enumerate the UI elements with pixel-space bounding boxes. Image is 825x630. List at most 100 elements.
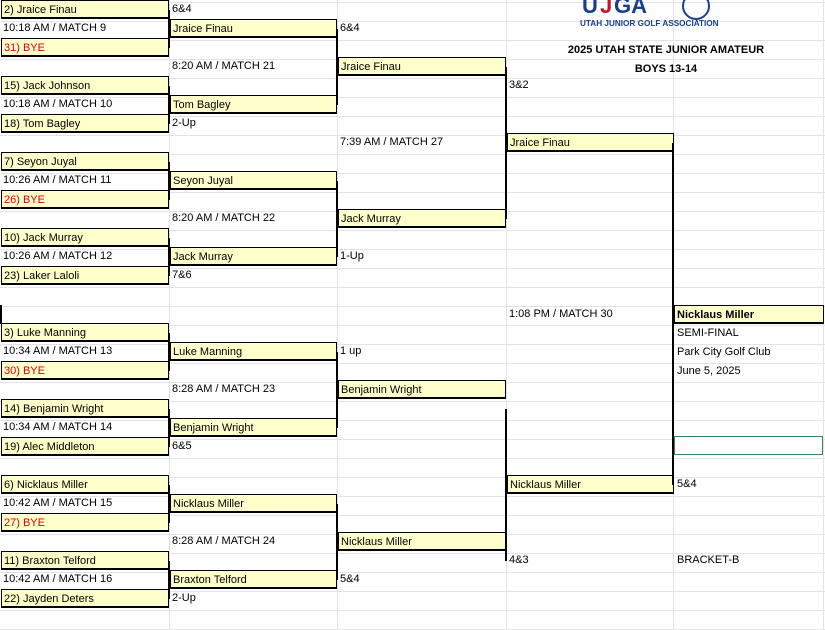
svg-text:U: U xyxy=(582,0,598,18)
match-winner-box[interactable]: Nicklaus Miller xyxy=(338,532,506,551)
bracket-line xyxy=(168,238,170,276)
match-time: 8:28 AM / MATCH 24 xyxy=(172,535,276,547)
seed-box[interactable]: 30) BYE xyxy=(1,361,169,380)
match-score: 6&5 xyxy=(172,440,192,452)
gridline xyxy=(0,230,825,231)
row-marker xyxy=(0,305,2,324)
match-time: 10:34 AM / MATCH 14 xyxy=(3,421,113,433)
seed-box[interactable]: 15) Jack Johnson xyxy=(1,76,169,95)
bracket-line xyxy=(505,409,507,561)
bracket-line xyxy=(336,352,338,428)
gridline xyxy=(0,78,825,79)
seed-box[interactable]: 23) Laker Laloli xyxy=(1,266,169,285)
seed-box[interactable]: 26) BYE xyxy=(1,190,169,209)
gridline xyxy=(0,135,825,136)
match-time: 8:28 AM / MATCH 23 xyxy=(172,383,276,395)
gridline xyxy=(0,401,825,402)
svg-text:J: J xyxy=(600,0,612,18)
gridline xyxy=(0,553,825,554)
match-winner-box[interactable]: Jack Murray xyxy=(338,209,506,228)
match-winner-box[interactable]: Jraice Finau xyxy=(507,133,674,152)
match-winner-box[interactable]: Jack Murray xyxy=(170,247,337,266)
seed-box[interactable]: 14) Benjamin Wright xyxy=(1,399,169,418)
gridline xyxy=(506,0,507,629)
bracket-line xyxy=(168,10,170,48)
match-winner-box[interactable]: Benjamin Wright xyxy=(338,380,506,399)
gridline xyxy=(0,458,825,459)
round-label: SEMI-FINAL xyxy=(677,327,739,339)
match-winner-box[interactable]: Braxton Telford xyxy=(170,570,337,589)
match-score: 6&4 xyxy=(340,22,360,34)
gridline xyxy=(0,610,825,611)
bracket-line xyxy=(336,504,338,580)
gridline xyxy=(0,154,825,155)
gridline xyxy=(0,40,825,41)
match-time: 10:42 AM / MATCH 15 xyxy=(3,497,113,509)
final-score: 5&4 xyxy=(677,478,697,490)
gridline xyxy=(0,515,825,516)
match-time: 10:42 AM / MATCH 16 xyxy=(3,573,113,585)
event-title: 2025 UTAH STATE JUNIOR AMATEUR xyxy=(567,44,765,56)
match-time: 10:26 AM / MATCH 12 xyxy=(3,250,113,262)
division-label: BOYS 13-14 xyxy=(634,63,698,75)
tournament-header: U J GA UTAH JUNIOR GOLF ASSOCIATION 2025… xyxy=(507,0,825,110)
match-time: 8:20 AM / MATCH 21 xyxy=(172,60,276,72)
bracket-line xyxy=(168,86,170,124)
gridline xyxy=(0,287,825,288)
seed-box[interactable]: 22) Jayden Deters xyxy=(1,589,169,608)
final-winner-box[interactable]: Nicklaus Miller xyxy=(674,305,824,324)
match-score: 2-Up xyxy=(172,117,196,129)
seed-box[interactable]: 18) Tom Bagley xyxy=(1,114,169,133)
match-winner-box[interactable]: Benjamin Wright xyxy=(170,418,337,437)
match-winner-box[interactable]: Seyon Juyal xyxy=(170,171,337,190)
match-time: 10:34 AM / MATCH 13 xyxy=(3,345,113,357)
gridline xyxy=(169,0,170,629)
match-date: June 5, 2025 xyxy=(677,365,741,377)
seed-box[interactable]: 3) Luke Manning xyxy=(1,323,169,342)
match-winner-box[interactable]: Nicklaus Miller xyxy=(507,475,674,494)
match-winner-box[interactable]: Tom Bagley xyxy=(170,95,337,114)
seed-box[interactable]: 10) Jack Murray xyxy=(1,228,169,247)
match-time: 10:18 AM / MATCH 9 xyxy=(3,22,107,34)
bracket-line xyxy=(336,181,338,257)
match-score: 4&3 xyxy=(509,554,529,566)
seed-box[interactable]: 19) Alec Middleton xyxy=(1,437,169,456)
selected-cell[interactable] xyxy=(674,436,823,455)
bracket-line xyxy=(505,67,507,219)
bracket-line xyxy=(168,162,170,200)
match-winner-box[interactable]: Jraice Finau xyxy=(338,57,506,76)
seed-box[interactable]: 7) Seyon Juyal xyxy=(1,152,169,171)
gridline xyxy=(0,116,825,117)
seed-box[interactable]: 6) Nicklaus Miller xyxy=(1,475,169,494)
match-score: 6&4 xyxy=(172,3,192,15)
bracket-line xyxy=(168,333,170,371)
gridline xyxy=(0,268,825,269)
match-winner-box[interactable]: Jraice Finau xyxy=(170,19,337,38)
match-time: 10:18 AM / MATCH 10 xyxy=(3,98,113,110)
seed-box[interactable]: 2) Jraice Finau xyxy=(1,0,169,19)
seed-box[interactable]: 27) BYE xyxy=(1,513,169,532)
match-score: 1 up xyxy=(340,345,362,357)
bracket-line xyxy=(168,409,170,447)
gridline xyxy=(0,420,825,421)
bracket-label: BRACKET-B xyxy=(677,554,740,566)
gridline xyxy=(0,306,825,307)
gridline xyxy=(0,439,825,440)
match-winner-box[interactable]: Nicklaus Miller xyxy=(170,494,337,513)
match-time: 7:39 AM / MATCH 27 xyxy=(340,136,444,148)
seed-box[interactable]: 11) Braxton Telford xyxy=(1,551,169,570)
gridline xyxy=(0,192,825,193)
seed-box[interactable]: 31) BYE xyxy=(1,38,169,57)
match-score: 3&2 xyxy=(509,79,529,91)
gridline xyxy=(0,572,825,573)
match-winner-box[interactable]: Luke Manning xyxy=(170,342,337,361)
svg-text:UTAH JUNIOR GOLF ASSOCIATION: UTAH JUNIOR GOLF ASSOCIATION xyxy=(580,19,719,28)
gridline xyxy=(0,325,825,326)
gridline xyxy=(0,97,825,98)
gridline xyxy=(0,173,825,174)
gridline xyxy=(337,0,338,629)
gridline xyxy=(0,2,825,3)
bracket-line xyxy=(168,561,170,599)
match-time: 10:26 AM / MATCH 11 xyxy=(3,174,112,186)
